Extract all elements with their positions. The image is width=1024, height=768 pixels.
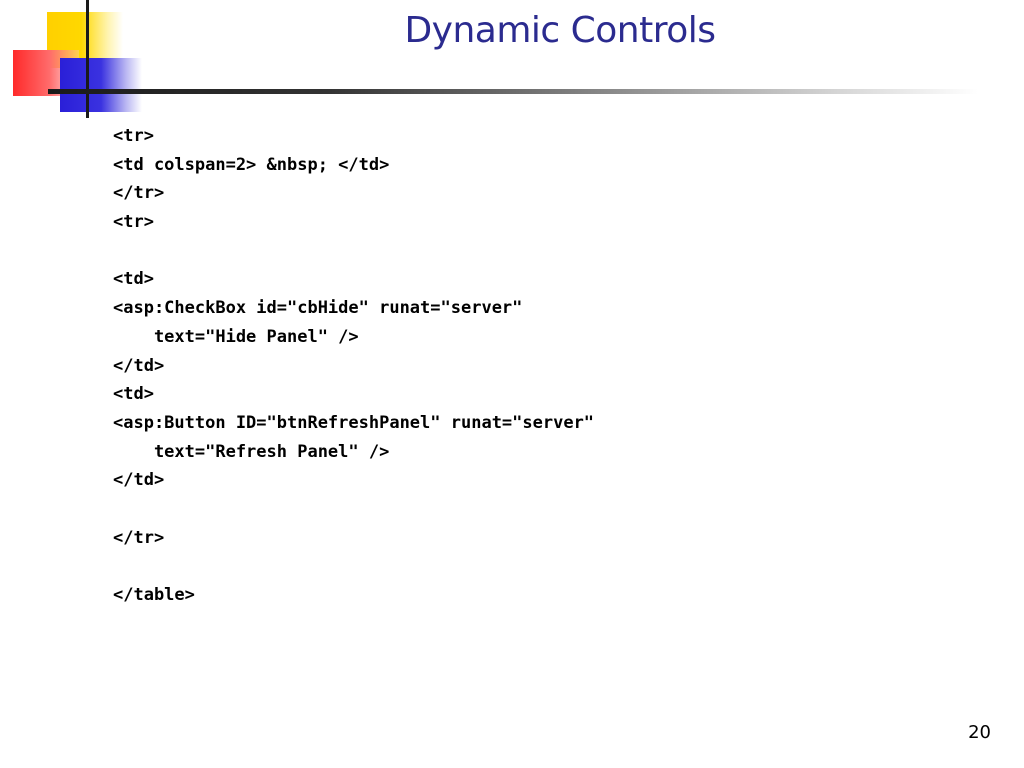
code-line: text="Hide Panel" /> [113, 326, 359, 347]
code-line: text="Refresh Panel" /> [113, 441, 390, 462]
logo-blue-square [60, 58, 142, 112]
code-line [113, 237, 594, 266]
code-line: <asp:CheckBox id="cbHide" runat="server" [113, 298, 523, 319]
code-line [113, 552, 594, 581]
code-block: <tr> <td colspan=2> &nbsp; </td> </tr> <… [113, 122, 594, 610]
code-line: <asp:Button ID="btnRefreshPanel" runat="… [113, 412, 595, 433]
code-line: <tr> [113, 126, 154, 146]
logo-vertical-line [86, 0, 89, 118]
code-line: </tr> [113, 527, 165, 548]
code-line: </td> [113, 470, 165, 491]
code-line: <td colspan=2> &nbsp; </td> [113, 154, 390, 175]
slide-title: Dynamic Controls [404, 10, 716, 51]
code-line: </td> [113, 355, 165, 376]
slide-logo-decoration [0, 0, 150, 120]
code-line [113, 495, 594, 524]
page-number: 20 [968, 722, 991, 743]
title-underline-rule [48, 89, 978, 94]
code-line: <td> [113, 269, 154, 290]
code-line: <tr> [113, 212, 154, 233]
code-line: </tr> [113, 183, 165, 204]
code-line: </table> [113, 585, 195, 605]
code-line: <td> [113, 384, 154, 405]
